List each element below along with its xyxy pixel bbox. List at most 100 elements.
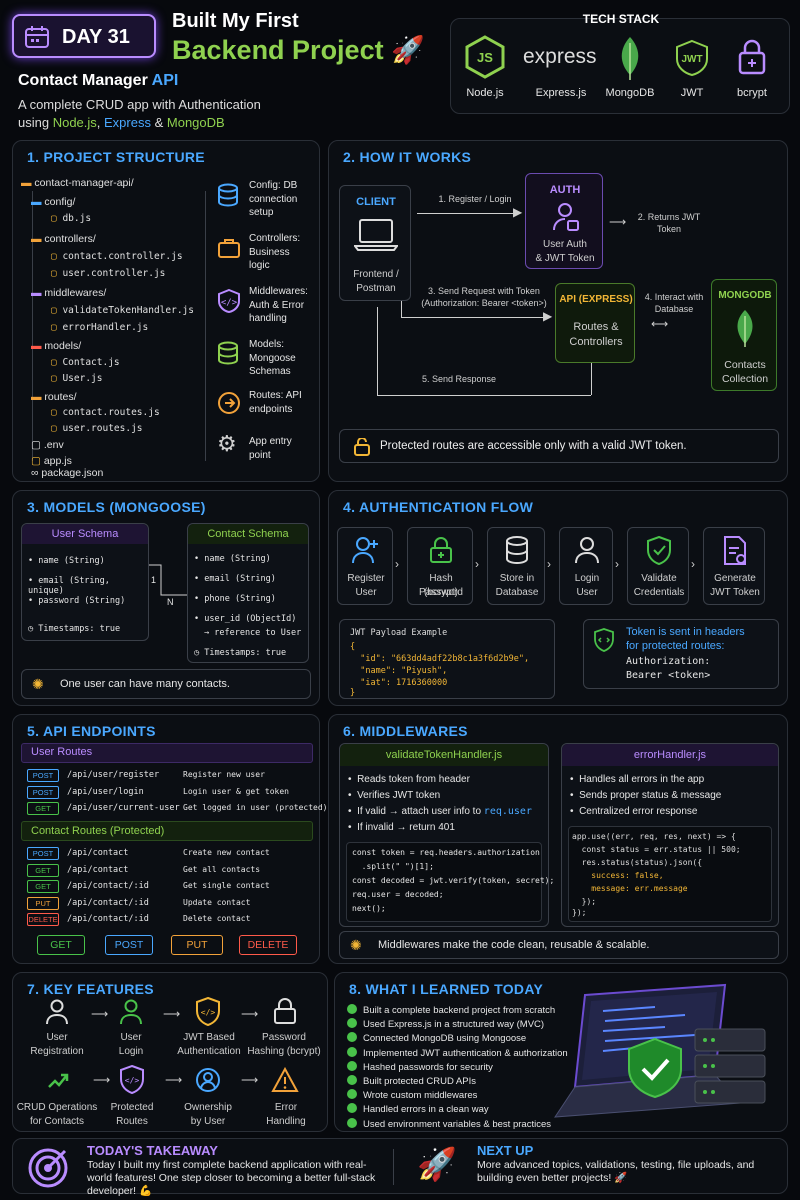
method-badge: DELETE [27, 913, 59, 926]
svg-text:</>: </> [221, 298, 238, 308]
user-icon [575, 537, 599, 564]
step3-label: 3. Send Request with Token (Authorizatio… [421, 286, 547, 309]
feature-label: Protected Routes [110, 1102, 154, 1127]
section-title: 8. WHAT I LEARNED TODAY [349, 981, 544, 997]
how-it-works-panel: 2. HOW IT WORKS CLIENT Frontend / Postma… [328, 140, 788, 482]
middlewares-panel: 6. MIDDLEWARES validateTokenHandler.js •… [328, 714, 788, 964]
endpoint-path: /api/user/login [67, 786, 144, 797]
token-note-4: Bearer <token> [626, 670, 711, 681]
eh-point: • Centralized error response [570, 806, 698, 817]
code-shield-icon: </> [218, 289, 240, 313]
tree-label: contact.routes.js [62, 407, 160, 418]
error-handler-card: errorHandler.js • Handles all errors in … [561, 743, 779, 927]
desc-node: Node.js [52, 115, 97, 130]
contact-routes-header [21, 821, 313, 841]
vth-code-box [346, 842, 542, 922]
legend-put: PUT [171, 935, 223, 955]
endpoint-desc: Get all contacts [183, 864, 261, 874]
endpoint-path: /api/contact/:id [67, 897, 149, 908]
vth-point: • If valid → attach user info to req.use… [348, 806, 532, 817]
auth-box: AUTH User Auth & JWT Token [525, 173, 603, 269]
note-controllers: Controllers: Business logic [249, 233, 301, 271]
next-up-title: NEXT UP [477, 1143, 534, 1158]
stack-icon [218, 341, 238, 365]
feature-label: Ownership by User [184, 1102, 232, 1127]
step-label: Hash Password [419, 573, 463, 598]
tree-label: validateTokenHandler.js [62, 305, 195, 316]
user-field: • name (String) [28, 556, 105, 566]
tree-app: ▢ app.js [31, 455, 72, 467]
user-schema-title: User Schema [51, 528, 119, 540]
subtitle-text: Contact Manager [18, 72, 152, 89]
desc-express: Express [104, 115, 151, 130]
vth-card: validateTokenHandler.js • Reads token fr… [339, 743, 554, 927]
user-field: • password (String) [28, 596, 126, 606]
check-icon [347, 1032, 357, 1043]
contact-field: • phone (String) [194, 594, 276, 604]
jwt-shield-icon: </> [196, 997, 220, 1027]
day-badge: DAY 31 [12, 14, 156, 58]
legend-get: GET [37, 935, 85, 955]
tree-env: ▢ .env [31, 439, 64, 451]
contact-schema-header [188, 524, 308, 544]
eh-code-line: }); [572, 897, 597, 906]
tree-root: ▬ contact-manager-api/ [21, 177, 134, 189]
contact-field: • name (String) [194, 554, 271, 564]
takeaway-text: Today I built my first complete backend … [87, 1159, 376, 1198]
tree-label: User.js [62, 373, 103, 384]
contact-schema-title: Contact Schema [207, 528, 289, 540]
eh-code-line: message: err.message [572, 884, 688, 893]
step-label: Store in Database [495, 573, 539, 598]
tech-label-node: Node.js [466, 87, 504, 99]
js-file-icon: ▢ [51, 305, 63, 316]
step5-label: 5. Send Response [421, 374, 497, 384]
method-badge: GET [27, 802, 59, 815]
tree-label: controllers/ [44, 233, 96, 245]
note-config: Config: DB connection setup [249, 180, 298, 218]
tree-label: .env [43, 439, 64, 451]
check-icon [347, 1089, 357, 1100]
models-note: ✺ One user can have many contacts. [21, 669, 311, 699]
arrow-right-icon: › [615, 557, 619, 571]
models-note-text: One user can have many contacts. [60, 678, 230, 690]
vth-code-line: const decoded = jwt.verify(token, secret… [352, 876, 555, 885]
tree-label: contact.controller.js [62, 251, 183, 262]
tree-label: contact-manager-api/ [34, 177, 134, 189]
arrow-right-icon: › [475, 557, 479, 571]
auth-title: AUTH [549, 184, 581, 196]
auth-step-generate: Generate JWT Token [703, 527, 765, 605]
legend-delete: DELETE [239, 935, 297, 955]
step5-line-h [377, 395, 591, 396]
link-icon: ∞ [31, 467, 42, 479]
protected-note: Protected routes are accessible only wit… [339, 429, 779, 463]
mongodb-label: Contacts Collection [721, 359, 769, 386]
endpoint-desc: Delete contact [183, 914, 251, 923]
folder-icon: ▬ [31, 196, 45, 208]
user-schema-header [22, 524, 148, 544]
gear-icon: ⚙ [217, 431, 237, 456]
check-icon [347, 1075, 357, 1085]
eh-code-line: }); [572, 908, 587, 917]
auth-label: User Auth & JWT Token [535, 239, 595, 264]
middlewares-note: ✺ Middlewares make the code clean, reusa… [339, 931, 779, 959]
method-badge: PUT [27, 896, 59, 910]
arrow-right-icon: › [691, 557, 695, 571]
payload-line: "id": "663dd4adf22b8c1a3f6d2b9e", [350, 654, 530, 664]
relation-one: 1 [151, 575, 157, 585]
user-timestamps: ◷ Timestamps: true [28, 624, 121, 634]
folder-icon: ▬ [31, 340, 45, 352]
middlewares-note-text: Middlewares make the code clean, reusabl… [378, 939, 650, 951]
unlock-icon [354, 438, 370, 456]
models-panel: 3. MODELS (MONGOOSE) User Schema • name … [12, 490, 320, 706]
learned-text: Used Express.js in a structured way (MVC… [363, 1019, 545, 1031]
contact-timestamps: ◷ Timestamps: true [194, 648, 287, 658]
learned-text: Handled errors in a clean way [363, 1104, 489, 1116]
tree-guide [32, 191, 33, 461]
tech-label-express: Express.js [535, 87, 587, 99]
check-icon [347, 1004, 357, 1014]
step4-label: 4. Interact with Database [644, 292, 704, 315]
tree-file: ▢ user.routes.js [51, 423, 143, 434]
js-file-icon: ▢ [51, 373, 63, 384]
